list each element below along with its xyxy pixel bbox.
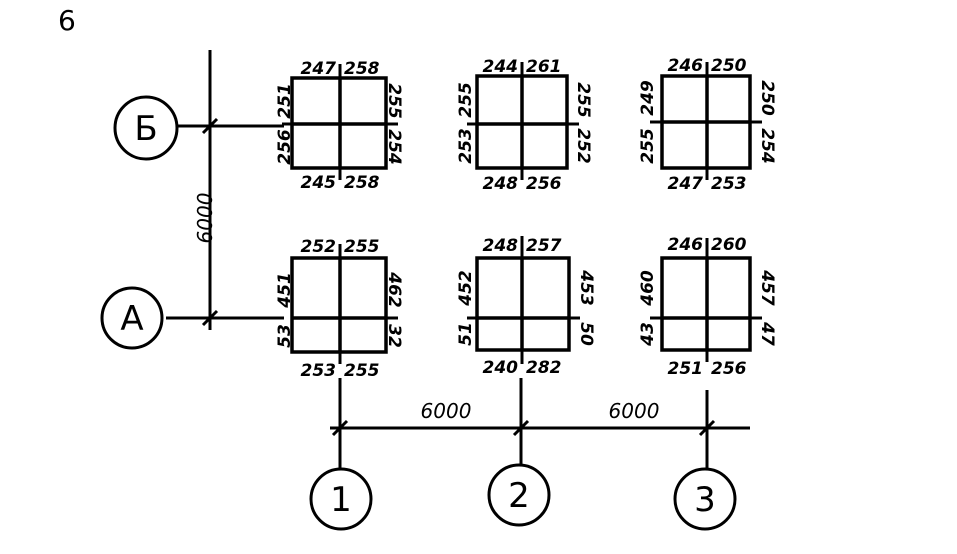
- column-section-a3: 246 260 251 256 460 43 457 47: [638, 235, 777, 379]
- a1-bottom-left-value: 253: [301, 361, 337, 381]
- row-span-label: 6000: [193, 193, 217, 244]
- column-axis-bubble-3: 3: [673, 467, 737, 531]
- a2-right-lower-value: 50: [576, 322, 596, 346]
- b3-right-upper-value: 250: [757, 80, 777, 116]
- a3-right-upper-value: 457: [757, 269, 777, 306]
- column-dimension-tick-3: [698, 419, 716, 437]
- b3-top-right-value: 250: [711, 56, 747, 76]
- b2-top-right-value: 261: [526, 57, 562, 77]
- b2-bottom-right-value: 256: [526, 174, 562, 194]
- row-axis-label-a: А: [120, 299, 143, 339]
- row-axis-label-b: Б: [134, 109, 157, 149]
- a2-bottom-left-value: 240: [483, 358, 519, 378]
- column-axis-label-1: 1: [330, 480, 352, 520]
- a1-left-upper-value: 451: [275, 272, 295, 309]
- b3-right-lower-value: 254: [757, 128, 777, 164]
- a3-top-left-value: 246: [668, 235, 704, 255]
- column-section-a1: 252 255 253 255 451 53 462 32: [275, 237, 404, 381]
- b2-right-upper-value: 255: [573, 82, 593, 118]
- a2-left-lower-value: 51: [456, 322, 476, 346]
- b3-left-lower-value: 255: [638, 128, 658, 164]
- a3-top-right-value: 260: [711, 235, 747, 255]
- a3-right-lower-value: 47: [757, 321, 777, 346]
- a3-bottom-right-value: 256: [711, 359, 747, 379]
- b1-bottom-right-value: 258: [344, 173, 380, 193]
- a1-right-upper-value: 462: [384, 271, 404, 308]
- column-section-b3: 246 250 247 253 249 255 250 254: [638, 56, 777, 194]
- a2-right-upper-value: 453: [576, 269, 596, 306]
- figure-label: 6: [58, 4, 76, 37]
- b1-top-right-value: 258: [344, 59, 380, 79]
- b3-bottom-left-value: 247: [668, 174, 704, 194]
- row-axis-bubble-b: Б: [113, 95, 179, 161]
- b1-right-upper-value: 255: [384, 83, 404, 119]
- column-span-label-1-2: 6000: [421, 399, 472, 423]
- b3-top-left-value: 246: [668, 56, 704, 76]
- a1-top-right-value: 255: [344, 237, 380, 257]
- column-dimension-tick-2: [512, 419, 530, 437]
- b2-bottom-left-value: 248: [483, 174, 519, 194]
- b2-left-upper-value: 255: [456, 82, 476, 118]
- a3-left-lower-value: 43: [638, 322, 658, 347]
- a2-top-left-value: 248: [483, 236, 519, 256]
- a1-top-left-value: 252: [301, 237, 337, 257]
- b1-bottom-left-value: 245: [301, 173, 337, 193]
- column-section-a2: 248 257 240 282 452 51 453 50: [456, 236, 596, 378]
- a2-left-upper-value: 452: [456, 270, 476, 307]
- a1-left-lower-value: 53: [275, 324, 295, 348]
- b3-bottom-right-value: 253: [711, 174, 747, 194]
- a3-left-upper-value: 460: [638, 270, 658, 307]
- column-span-label-2-3: 6000: [609, 399, 660, 423]
- b3-left-upper-value: 249: [638, 80, 658, 116]
- column-axis-bubble-2: 2: [487, 463, 551, 527]
- a2-bottom-right-value: 282: [526, 358, 562, 378]
- column-dimension-tick-1: [331, 419, 349, 437]
- b1-top-left-value: 247: [301, 59, 337, 79]
- a3-bottom-left-value: 251: [668, 359, 704, 379]
- column-axis-label-2: 2: [508, 476, 530, 516]
- b1-right-lower-value: 254: [384, 129, 404, 165]
- b2-top-left-value: 244: [483, 57, 519, 77]
- column-section-b2: 244 261 248 256 255 253 255 252: [456, 57, 593, 194]
- a1-right-lower-value: 32: [384, 324, 404, 348]
- column-section-b1: 247 258 245 258 251 256 255 254: [275, 59, 404, 193]
- a2-top-right-value: 257: [526, 236, 562, 256]
- a1-bottom-right-value: 255: [344, 361, 380, 381]
- column-axis-bubble-1: 1: [309, 467, 373, 531]
- b2-right-lower-value: 252: [573, 128, 593, 164]
- b1-left-upper-value: 251: [275, 83, 295, 119]
- b2-left-lower-value: 253: [456, 128, 476, 164]
- row-axis-bubble-a: А: [100, 286, 164, 350]
- b1-left-lower-value: 256: [275, 129, 295, 165]
- column-axis-label-3: 3: [694, 480, 716, 520]
